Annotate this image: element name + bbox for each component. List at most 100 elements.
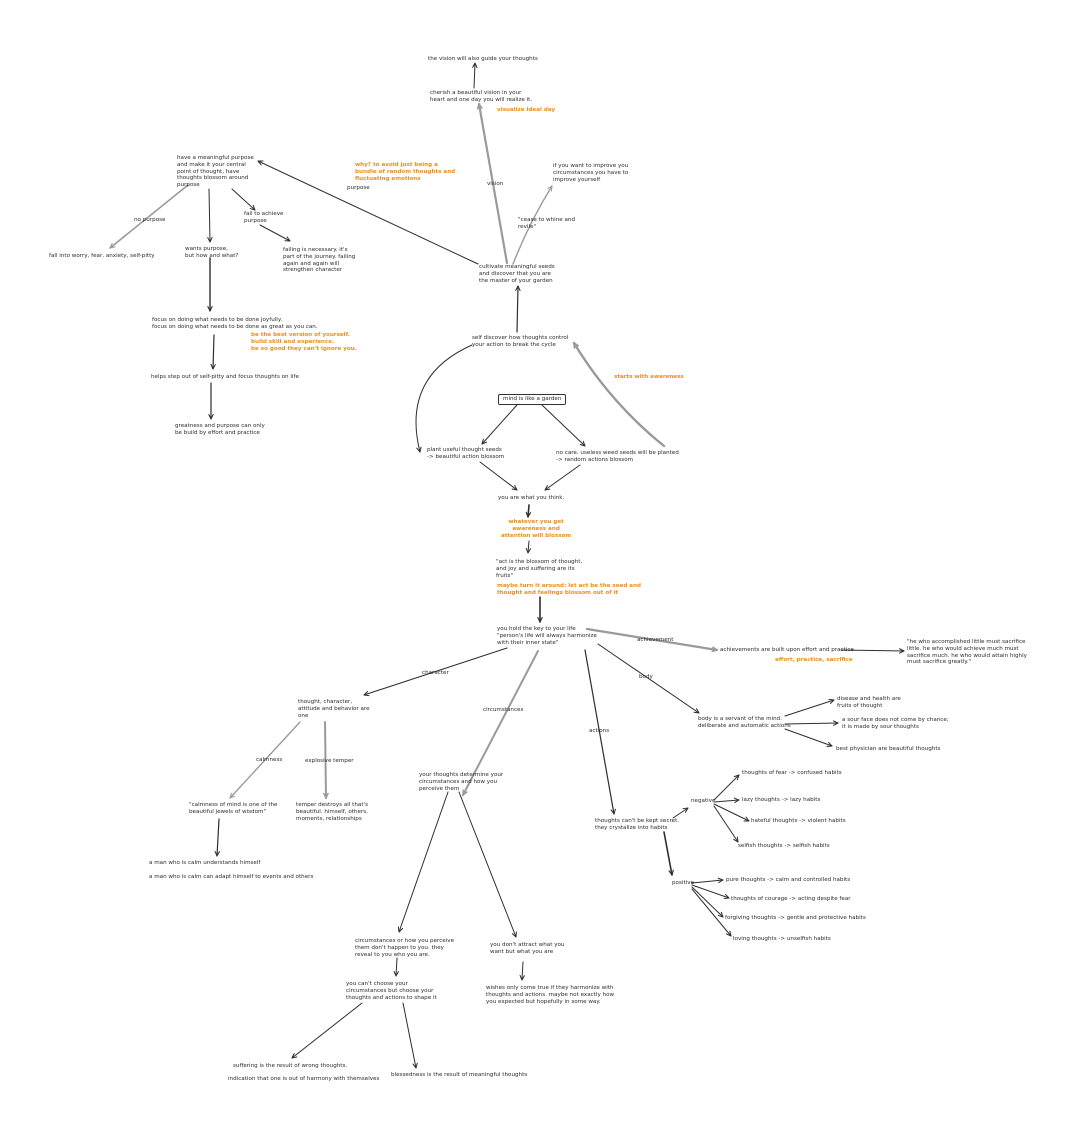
node-suffering-result: suffering is the result of wrong thought… [233,1063,348,1069]
node-lazy-thoughts: lazy thoughts -> lazy habits [742,797,821,803]
arrowhead [291,1053,298,1059]
arrowhead [519,974,525,981]
arrowhead [717,911,724,918]
node-achievements-built: achievements are built upon effort and p… [720,647,854,653]
edge-label-no-purpose: no purpose [134,217,166,223]
arrowhead [898,648,905,654]
arrowhead [711,646,718,653]
connector [691,884,730,899]
node-failing-necessary: failing is necessary. it's part of the j… [283,247,356,274]
arrowhead [725,930,732,937]
node-calm-adapt: a man who is calm can adapt himself to e… [149,874,314,880]
note-visualize-ideal-day: visualize ideal day [497,107,556,113]
arrowhead [109,242,116,249]
node-meaningful-purpose: have a meaningful purpose and make it yo… [177,155,254,189]
root-mind-garden: mind is like a garden [498,394,567,405]
connector [208,188,211,243]
node-cherish-vision: cherish a beautiful vision in your heart… [430,90,533,103]
node-fall-into-worry: fall into worry, fear, anxiety, self-pit… [49,253,155,259]
arrowhead [515,285,521,292]
arrowhead [511,485,518,491]
node-blessedness: blessedness is the result of meaningful … [391,1072,528,1078]
arrowhead [257,160,264,166]
connector [691,888,732,937]
node-thoughts-courage: thoughts of courage -> acting despite fe… [731,896,851,902]
connector [840,649,905,652]
arrowhead [573,342,580,349]
arrowhead [229,792,236,799]
node-indication-harmony: indication that one is out of harmony wi… [228,1076,380,1082]
connector [458,791,517,938]
connector [462,650,539,796]
arrowhead [472,62,478,69]
arrowhead [208,413,214,420]
node-plant-useful: plant useful thought seeds -> beautiful … [427,447,505,460]
connector [212,334,215,370]
connector [584,649,615,815]
node-no-care: no care. useless weed seeds will be plan… [556,450,679,463]
note-whatever-awareness: whatever you get awareness and attention… [501,519,572,539]
arrowhead [207,305,213,312]
connector [597,643,700,714]
note-why-purpose: why? to avoid just being a bundle of ran… [355,162,456,182]
edge-label-achievement: achievement [637,637,674,643]
arrowhead [214,850,220,857]
connector [541,404,586,447]
arrowhead [511,931,517,938]
arrowhead [723,893,730,900]
connector [395,957,398,977]
node-forgiving-thoughts: forgiving thoughts -> gentle and protect… [725,915,866,921]
edge-label-character: character [422,670,449,676]
node-focus-joyfully: focus on doing what needs to be done joy… [152,317,318,330]
connector [784,722,839,725]
edge-label-actions: actions [589,728,610,734]
connector [713,774,740,801]
node-cultivate-seeds: cultivate meaningful seeds and discover … [479,264,555,284]
arrowhead [363,691,370,697]
connector [691,879,724,884]
connector [402,1002,417,1069]
note-maybe-turn: maybe turn it around: let act be the see… [497,583,642,596]
arrowhead [525,511,532,518]
connector [527,504,530,518]
node-body-servant: body is a servant of the mind. deliberat… [698,716,791,729]
node-dont-attract: you don't attract what you want but what… [490,942,565,955]
arrowhead [323,792,329,799]
connector [473,62,476,89]
edge-label-purpose: purpose [347,185,370,191]
arrowhead [481,438,488,445]
arrowhead [393,970,399,977]
node-he-who: "he who accomplished little must sacrifi… [907,639,1027,666]
node-best-physician: best physician are beautiful thoughts [836,746,941,752]
connector [479,461,518,491]
connector [216,818,220,857]
node-positive: positive [672,880,694,886]
connector [672,807,689,819]
connector [663,831,673,876]
arrowhead [537,616,543,623]
edge-label-circumstances: circumstances [483,707,524,713]
arrowhead [579,440,586,447]
connector [477,102,509,265]
node-pure-thoughts: pure thoughts -> calm and controlled hab… [726,877,851,883]
edge-label-explosive-temper: explosive temper [305,758,354,764]
connector [229,721,301,799]
node-selfish-thoughts: selfish thoughts -> selfish habits [738,843,830,849]
node-act-blossom: "act is the blossom of thought, and joy … [496,559,583,579]
connector [259,224,291,242]
edge-label-calmness: calmness [256,757,283,763]
node-you-are-what: you are what you think. [498,495,565,501]
node-loving-thoughts: loving thoughts -> unselfish habits [733,936,831,942]
arrowhead [547,185,553,192]
connector [544,464,581,491]
node-disease-health: disease and health are fruits of thought [837,696,901,709]
node-helps-step-out: helps step out of self-pitty and focus t… [151,374,299,380]
arrowhead [682,807,689,813]
node-vision-guide: the vision will also guide your thoughts [428,56,538,62]
connector [784,699,835,717]
node-wishes-come-true: wishes only come true if they harmonize … [486,985,615,1005]
arrowhead [832,720,839,726]
node-your-thoughts-determine: your thoughts determine your circumstanc… [419,772,504,792]
arrowhead [207,236,213,243]
